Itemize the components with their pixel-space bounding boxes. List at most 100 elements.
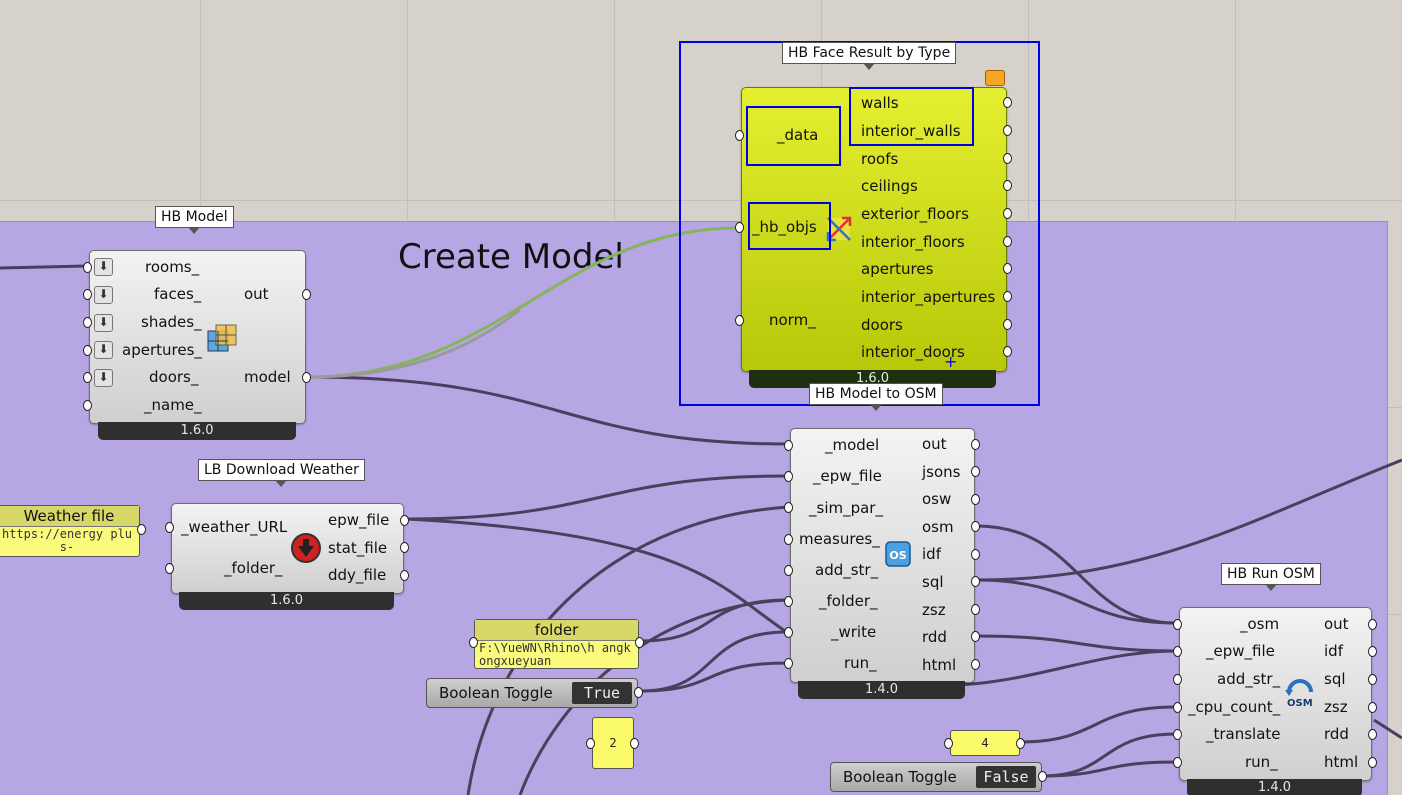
output-html[interactable]: html (922, 656, 957, 674)
port-dot[interactable] (83, 372, 92, 383)
port-dot[interactable] (971, 631, 980, 642)
output-zsz[interactable]: zsz (1324, 698, 1348, 716)
output-doors[interactable]: doors (861, 316, 903, 334)
input-run[interactable]: run_ (844, 654, 877, 672)
port-dot[interactable] (944, 738, 953, 749)
output-sql[interactable]: sql (1324, 670, 1346, 688)
port-dot[interactable] (1038, 771, 1047, 782)
port-dot[interactable] (1003, 319, 1012, 330)
port-dot[interactable] (971, 466, 980, 477)
port-dot[interactable] (971, 521, 980, 532)
port-dot[interactable] (1173, 729, 1182, 740)
port-dot[interactable] (784, 440, 793, 451)
input-folder[interactable]: _folder_ (819, 592, 878, 610)
port-dot[interactable] (1003, 125, 1012, 136)
boolean-toggle-true[interactable]: Boolean Toggle True (426, 678, 638, 708)
port-dot[interactable] (165, 563, 174, 574)
output-zsz[interactable]: zsz (922, 601, 946, 619)
port-dot[interactable] (634, 687, 643, 698)
output-out[interactable]: out (922, 435, 947, 453)
toggle-value[interactable]: False (976, 766, 1036, 788)
output-idf[interactable]: idf (1324, 642, 1343, 660)
output-interior-walls[interactable]: interior_walls (861, 122, 961, 140)
port-dot[interactable] (1173, 674, 1182, 685)
input-folder[interactable]: _folder_ (224, 559, 283, 577)
port-dot[interactable] (1003, 346, 1012, 357)
port-dot[interactable] (784, 596, 793, 607)
output-ddy-file[interactable]: ddy_file (328, 566, 387, 584)
output-interior-floors[interactable]: interior_floors (861, 233, 965, 251)
port-dot[interactable] (1003, 236, 1012, 247)
port-dot[interactable] (635, 637, 644, 648)
port-dot[interactable] (83, 289, 92, 300)
input-epw-file[interactable]: _epw_file (813, 467, 882, 485)
output-ceilings[interactable]: ceilings (861, 177, 918, 195)
output-osw[interactable]: osw (922, 490, 952, 508)
input-hb-objs[interactable]: _hb_objs (752, 218, 817, 236)
port-dot[interactable] (784, 627, 793, 638)
port-dot[interactable] (784, 534, 793, 545)
input-doors[interactable]: doors_ (149, 368, 199, 386)
input-run[interactable]: run_ (1245, 753, 1278, 771)
port-dot[interactable] (735, 222, 744, 233)
input-cpu-count[interactable]: _cpu_count_ (1188, 698, 1281, 716)
port-dot[interactable] (1003, 291, 1012, 302)
input-write[interactable]: _write (831, 623, 877, 641)
number-cpu-count[interactable]: 4 (950, 730, 1020, 756)
flatten-icon[interactable]: ⬇ (94, 258, 113, 276)
port-dot[interactable] (586, 738, 595, 749)
port-dot[interactable] (400, 570, 409, 581)
port-dot[interactable] (971, 659, 980, 670)
port-dot[interactable] (1173, 619, 1182, 630)
input-weather-url[interactable]: _weather_URL (181, 518, 288, 536)
port-dot[interactable] (1368, 619, 1377, 630)
hb-model-to-osm-component[interactable]: _model _epw_file _sim_par_ measures_ add… (790, 428, 975, 683)
port-dot[interactable] (1368, 674, 1377, 685)
port-dot[interactable] (630, 738, 639, 749)
port-dot[interactable] (137, 524, 146, 535)
flatten-icon[interactable]: ⬇ (94, 369, 113, 387)
output-interior-doors[interactable]: interior_doors (861, 343, 965, 361)
boolean-toggle-false[interactable]: Boolean Toggle False (830, 762, 1042, 792)
port-dot[interactable] (971, 549, 980, 560)
flatten-icon[interactable]: ⬇ (94, 286, 113, 304)
input-measures[interactable]: measures_ (799, 530, 880, 548)
port-dot[interactable] (1003, 97, 1012, 108)
input-model[interactable]: _model (825, 436, 880, 454)
input-translate[interactable]: _translate (1206, 725, 1281, 743)
port-dot[interactable] (1173, 702, 1182, 713)
port-dot[interactable] (83, 262, 92, 273)
port-dot[interactable] (165, 522, 174, 533)
port-dot[interactable] (971, 576, 980, 587)
input-epw-file[interactable]: _epw_file (1206, 642, 1275, 660)
port-dot[interactable] (302, 372, 311, 383)
output-interior-apertures[interactable]: interior_apertures (861, 288, 996, 306)
port-dot[interactable] (1003, 153, 1012, 164)
input-apertures[interactable]: apertures_ (122, 341, 202, 359)
port-dot[interactable] (83, 400, 92, 411)
port-dot[interactable] (735, 130, 744, 141)
input-data[interactable]: _data (777, 126, 819, 144)
port-dot[interactable] (784, 565, 793, 576)
output-html[interactable]: html (1324, 753, 1359, 771)
output-osm[interactable]: osm (922, 518, 954, 536)
input-norm[interactable]: norm_ (769, 311, 816, 329)
port-dot[interactable] (1003, 263, 1012, 274)
port-dot[interactable] (735, 315, 744, 326)
input-sim-par[interactable]: _sim_par_ (809, 499, 883, 517)
input-add-str[interactable]: add_str_ (1217, 670, 1281, 688)
port-dot[interactable] (971, 494, 980, 505)
hb-run-osm-component[interactable]: _osm _epw_file add_str_ _cpu_count_ _tra… (1179, 607, 1372, 781)
port-dot[interactable] (1016, 738, 1025, 749)
flatten-icon[interactable]: ⬇ (94, 314, 113, 332)
output-walls[interactable]: walls (861, 94, 899, 112)
flatten-icon[interactable]: ⬇ (94, 341, 113, 359)
lb-download-weather-component[interactable]: _weather_URL _folder_ epw_file stat_file… (171, 503, 404, 594)
input-faces[interactable]: faces_ (154, 285, 202, 303)
port-dot[interactable] (784, 502, 793, 513)
output-roofs[interactable]: roofs (861, 150, 899, 168)
port-dot[interactable] (1368, 729, 1377, 740)
input-rooms[interactable]: rooms_ (145, 258, 200, 276)
output-sql[interactable]: sql (922, 573, 944, 591)
